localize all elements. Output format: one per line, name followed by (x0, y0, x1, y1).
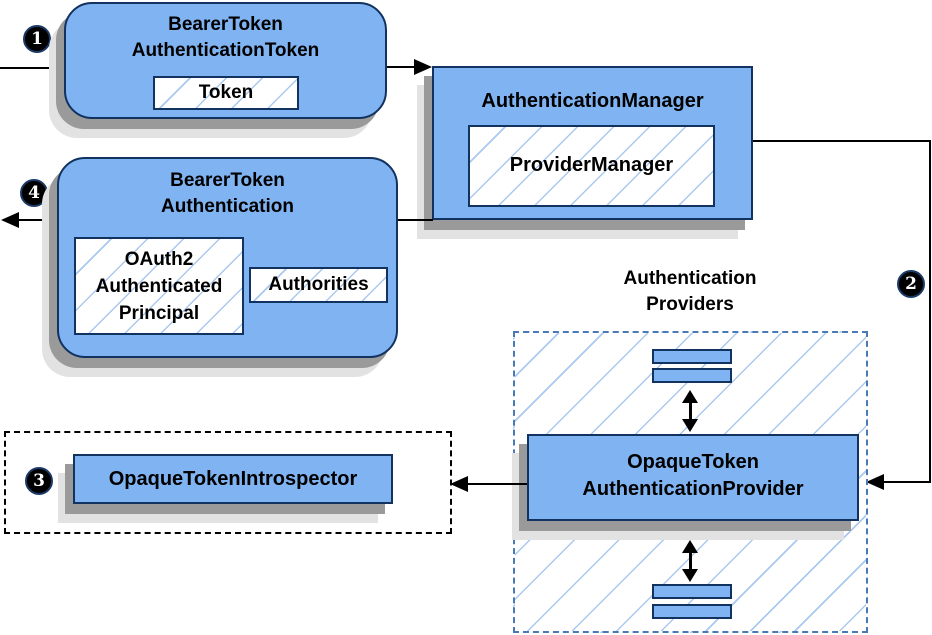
token-box: Token (153, 76, 299, 110)
provider-stack-bar (652, 584, 732, 599)
arrowhead-up-icon (682, 540, 698, 553)
arrowhead-left-icon (866, 474, 884, 490)
double-arrow-icon (682, 540, 698, 582)
authentication-providers-label: Authentication Providers (575, 266, 805, 318)
bearer-token-authentication-token-node: BearerToken AuthenticationToken Token (64, 2, 387, 119)
double-arrow-shaft (688, 550, 692, 572)
double-arrow-shaft (688, 400, 692, 422)
connector-provider-to-introspector (468, 483, 527, 485)
connector-token-to-manager (387, 66, 416, 68)
box-label-line: OAuth2 (124, 249, 194, 270)
node-title-line: BearerToken (168, 14, 283, 35)
connector-response-out (17, 219, 58, 221)
connector-manager-to-provider-top (753, 140, 931, 142)
authentication-manager-node: AuthenticationManager ProviderManager (432, 66, 753, 220)
node-title-line: AuthenticationManager (481, 90, 704, 112)
arrowhead-down-icon (682, 569, 698, 582)
connector-manager-to-provider-bottom (884, 481, 931, 483)
arrowhead-left-icon (450, 476, 468, 492)
step-badge-2: 2 (897, 270, 925, 298)
step-badge-3: 3 (25, 467, 53, 495)
provider-stack-bar (652, 604, 732, 619)
opaque-token-introspector-area (4, 431, 452, 534)
node-title-line: Authentication (161, 196, 294, 217)
provider-manager-box: ProviderManager (468, 125, 715, 207)
arrowhead-right-icon (414, 59, 432, 75)
node-title-line: AuthenticationProvider (582, 478, 804, 500)
step-badge-1: 1 (23, 25, 51, 53)
connector-manager-to-provider-vertical (929, 140, 931, 483)
box-label-line: Principal (118, 303, 200, 324)
opaque-token-authentication-provider-node: OpaqueToken AuthenticationProvider (527, 434, 859, 521)
step-badge-4: 4 (20, 179, 48, 207)
node-title-line: AuthenticationToken (131, 40, 320, 61)
node-title-line: OpaqueToken (627, 451, 759, 473)
connector-request-in (0, 67, 58, 69)
label-line: Authentication (623, 268, 757, 289)
arrowhead-up-icon (682, 390, 698, 403)
bearer-token-authentication-node: BearerToken Authentication OAuth2 Authen… (57, 157, 398, 358)
arrowhead-left-icon (1, 212, 19, 228)
provider-stack-bar (652, 349, 732, 364)
authorities-box: Authorities (249, 267, 388, 303)
box-label-line: Authenticated (95, 276, 223, 297)
arrowhead-down-icon (682, 419, 698, 432)
node-title-line: BearerToken (170, 170, 285, 191)
connector-manager-to-authentication (398, 219, 433, 221)
label-line: Providers (646, 294, 734, 315)
double-arrow-icon (682, 390, 698, 432)
opaque-token-introspector-node: OpaqueTokenIntrospector (73, 454, 393, 504)
provider-stack-bar (652, 368, 732, 383)
oauth2-authenticated-principal-box: OAuth2 Authenticated Principal (74, 237, 244, 335)
